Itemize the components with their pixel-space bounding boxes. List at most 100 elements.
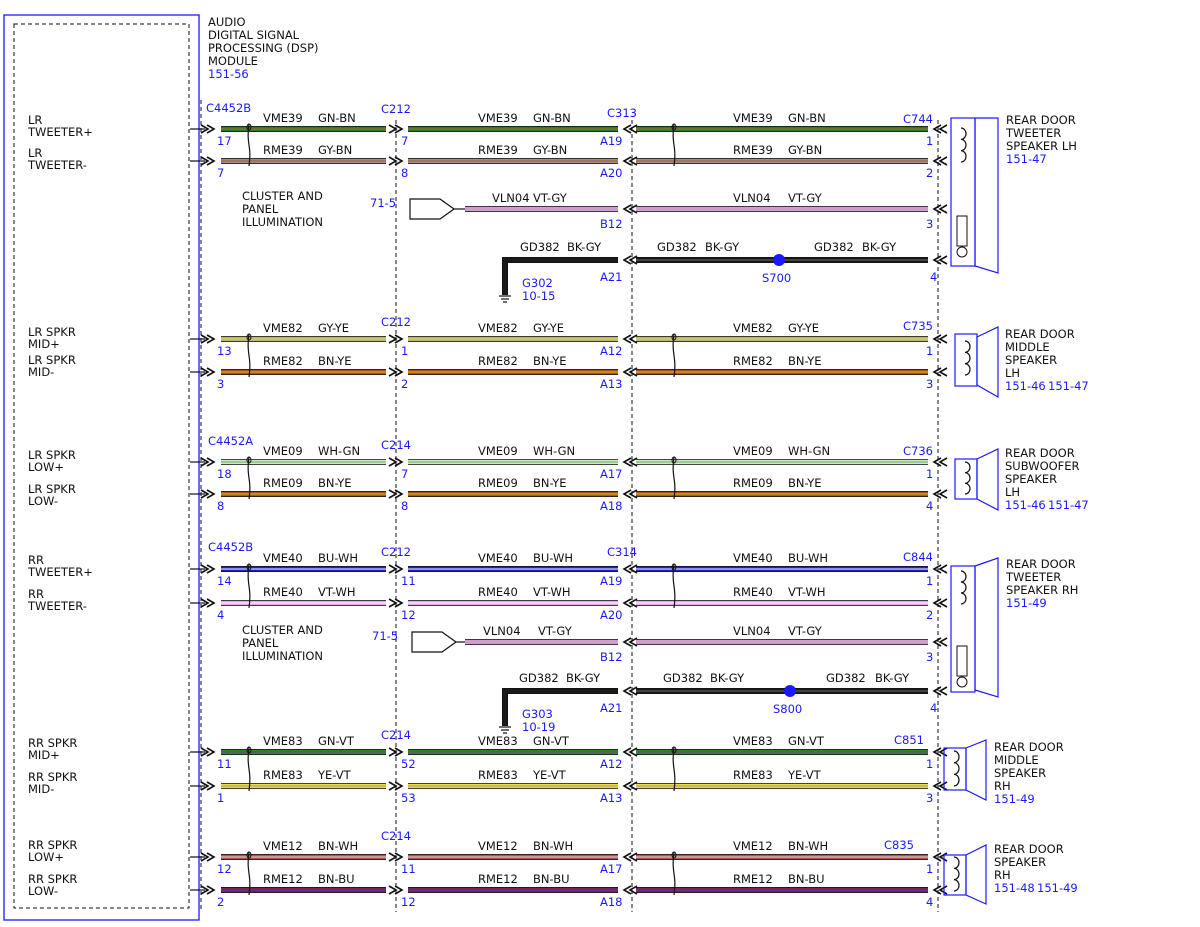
illumination-circuit-label: VLN04 bbox=[733, 624, 771, 638]
arrow-c2b bbox=[388, 598, 398, 608]
wire-circuit-label: RME83 bbox=[263, 768, 303, 782]
arrow-c4b bbox=[938, 598, 948, 608]
pin-c4: 2 bbox=[926, 608, 933, 622]
twisted-pair-marker bbox=[672, 456, 676, 500]
arrow-c1b bbox=[200, 334, 210, 344]
wire-circuit-label: RME82 bbox=[478, 354, 518, 368]
wire-color-label: BN-YE bbox=[533, 476, 567, 490]
pin-c3: A19 bbox=[600, 574, 623, 588]
illumination-label: PANEL bbox=[242, 636, 279, 650]
arrow-c3 bbox=[622, 852, 632, 862]
arrow-c4b bbox=[938, 885, 948, 895]
wire-circuit-label: RME83 bbox=[478, 768, 518, 782]
speaker-coil bbox=[953, 750, 960, 787]
speaker-name-line: REAR DOOR bbox=[1006, 113, 1076, 127]
input-label: LR SPKR bbox=[28, 325, 76, 339]
arrow-c2 bbox=[394, 156, 404, 166]
pin-c1: 13 bbox=[217, 344, 232, 358]
wire-color-label: WH-GN bbox=[788, 444, 830, 458]
twisted-pair-marker-loop bbox=[671, 123, 677, 131]
pin-c4: 4 bbox=[930, 701, 937, 715]
wire-circuit-label: VME82 bbox=[733, 321, 773, 335]
arrow-c2b bbox=[388, 781, 398, 791]
speaker-name-line: REAR DOOR bbox=[1006, 557, 1076, 571]
arrow-c3 bbox=[622, 686, 632, 696]
pin-c2: 2 bbox=[401, 377, 408, 391]
arrow-c3 bbox=[622, 334, 632, 344]
wire-circuit-label: RME12 bbox=[733, 872, 773, 886]
connector-c3-label: C313 bbox=[607, 106, 637, 120]
twisted-pair-marker bbox=[247, 123, 251, 167]
arrow-c3b bbox=[628, 852, 638, 862]
connector-c2-label: C214 bbox=[381, 829, 411, 843]
twisted-pair-marker-loop bbox=[671, 851, 677, 859]
arrow-c4 bbox=[932, 885, 942, 895]
pin-c3: A17 bbox=[600, 467, 623, 481]
arrow-c3b bbox=[628, 457, 638, 467]
arrow-c2b bbox=[388, 489, 398, 499]
input-label: TWEETER- bbox=[27, 599, 87, 613]
arrow-c4 bbox=[932, 747, 942, 757]
arrow-c4b bbox=[938, 637, 948, 647]
twisted-pair-marker bbox=[247, 456, 251, 500]
arrow-c2b bbox=[388, 747, 398, 757]
speaker-cone bbox=[974, 557, 999, 698]
ground-color-label: BK-GY bbox=[567, 240, 602, 254]
dsp-module-inner-box bbox=[13, 23, 190, 909]
pin-c1: 12 bbox=[217, 862, 232, 876]
arrow-c2 bbox=[394, 598, 404, 608]
wire-circuit-label: RME82 bbox=[733, 354, 773, 368]
speaker-coil bbox=[964, 340, 971, 376]
wire-color-label: BN-YE bbox=[318, 354, 352, 368]
speaker-name-line: LH bbox=[1005, 485, 1020, 499]
arrow-c4 bbox=[932, 598, 942, 608]
arrow-c3b bbox=[628, 489, 638, 499]
wire-circuit-label: VME09 bbox=[478, 444, 518, 458]
arrow-c3b bbox=[628, 255, 638, 265]
wire-circuit-label: RME12 bbox=[263, 872, 303, 886]
arrow-c4 bbox=[932, 852, 942, 862]
connector-c4-label: C744 bbox=[903, 112, 933, 126]
arrow-c1b bbox=[200, 852, 210, 862]
wire-color-label: GN-BN bbox=[533, 111, 571, 125]
ground-circuit-label: GD382 bbox=[657, 240, 697, 254]
input-label: LR bbox=[28, 146, 42, 160]
wire-circuit-label: RME09 bbox=[478, 476, 518, 490]
arrow-c3b bbox=[628, 156, 638, 166]
arrow-c2 bbox=[394, 124, 404, 134]
twisted-pair-marker-loop bbox=[246, 456, 252, 464]
speaker-name-line: SPEAKER RH bbox=[1006, 583, 1078, 597]
speaker-ref-link: 151-47 bbox=[1048, 379, 1089, 393]
pin-c4: 4 bbox=[930, 270, 937, 284]
speaker-ref-link: 151-47 bbox=[1006, 152, 1047, 166]
splice-label: S800 bbox=[773, 702, 802, 716]
wire-circuit-label: VME12 bbox=[478, 839, 518, 853]
arrow-c4b bbox=[938, 334, 948, 344]
illumination-label: CLUSTER AND bbox=[242, 189, 323, 203]
pin-c3: A12 bbox=[600, 344, 623, 358]
pin-c2: 11 bbox=[401, 862, 416, 876]
wire-circuit-label: VME83 bbox=[478, 734, 518, 748]
wire-color-label: GN-VT bbox=[788, 734, 825, 748]
wire-color-label: GN-VT bbox=[533, 734, 570, 748]
speaker-name-line: TWEETER bbox=[1005, 126, 1061, 140]
arrow-c1b bbox=[200, 885, 210, 895]
arrow-c4b bbox=[938, 564, 948, 574]
arrow-c3 bbox=[622, 156, 632, 166]
illumination-circuit-label: VLN04 bbox=[733, 191, 771, 205]
speaker-name-line: SPEAKER bbox=[994, 766, 1046, 780]
illumination-color-label: VT-GY bbox=[533, 191, 568, 205]
wire-color-label: VT-WH bbox=[318, 585, 356, 599]
wire-color-label: VT-WH bbox=[788, 585, 826, 599]
arrow-c4b bbox=[938, 489, 948, 499]
illumination-label: ILLUMINATION bbox=[242, 649, 323, 663]
arrow-c3 bbox=[622, 637, 632, 647]
module-name-line: MODULE bbox=[208, 54, 258, 68]
wire-color-label: GN-BN bbox=[318, 111, 356, 125]
wire-color-label: WH-GN bbox=[533, 444, 575, 458]
arrow-c3b bbox=[628, 637, 638, 647]
connector-c2-label: C212 bbox=[381, 545, 411, 559]
arrow-c1 bbox=[206, 156, 216, 166]
arrow-c2 bbox=[394, 457, 404, 467]
speaker-name-line: SPEAKER bbox=[994, 855, 1046, 869]
